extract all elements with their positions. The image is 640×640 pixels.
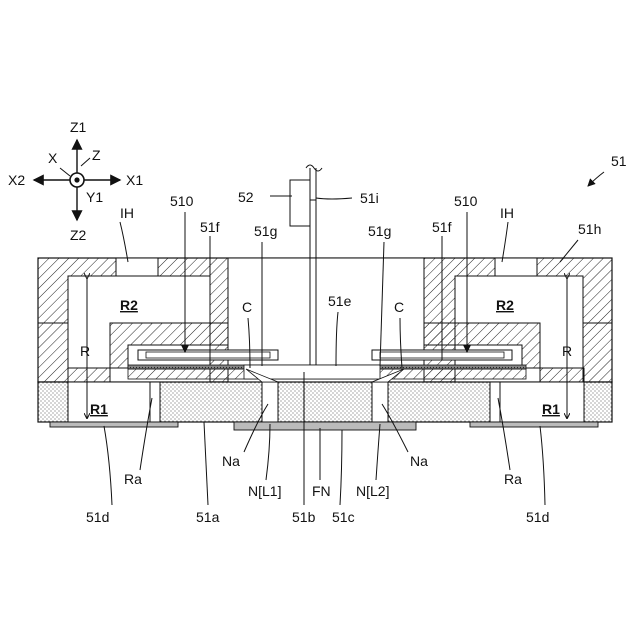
label-ih-left: IH [120,205,134,221]
axis-indicator: Z1 Z2 X1 X2 Y1 X Z [8,119,143,243]
axis-y1-label: Y1 [86,189,103,205]
label-nl2: N[L2] [356,483,389,499]
axis-z2-label: Z2 [70,227,87,243]
axis-x2-label: X2 [8,172,25,188]
axis-z-label: Z [92,147,101,163]
label-ra-left: Ra [124,471,142,487]
label-510-right: 510 [454,193,478,209]
label-na-right: Na [410,453,428,469]
axis-x1-label: X1 [126,172,143,188]
label-c-left: C [242,299,252,315]
label-51g-right: 51g [368,223,391,239]
label-510-left: 510 [170,193,194,209]
label-fn: FN [312,483,331,499]
label-r-right: R [562,343,572,359]
label-ra-right: Ra [504,471,522,487]
label-51e: 51e [328,293,352,309]
label-51c: 51c [332,509,355,525]
label-52: 52 [238,189,254,205]
label-51g-left: 51g [254,223,277,239]
label-51f-right: 51f [432,219,452,235]
label-r1-right: R1 [542,401,560,417]
label-51f-left: 51f [200,219,220,235]
label-r2-left: R2 [120,297,138,313]
figure-ref-label: 51 [611,153,627,169]
label-51d-right: 51d [526,509,549,525]
label-r1-left: R1 [90,401,108,417]
label-nl1: N[L1] [248,483,281,499]
label-51d-left: 51d [86,509,109,525]
label-51h: 51h [578,221,601,237]
label-51a: 51a [196,509,220,525]
label-51i: 51i [360,190,379,206]
label-na-left: Na [222,453,240,469]
axis-x-label: X [48,150,58,166]
axis-z1-label: Z1 [70,119,87,135]
label-c-right: C [394,299,404,315]
label-51b: 51b [292,509,316,525]
label-r2-right: R2 [496,297,514,313]
label-ih-right: IH [500,205,514,221]
label-r-left: R [80,343,90,359]
